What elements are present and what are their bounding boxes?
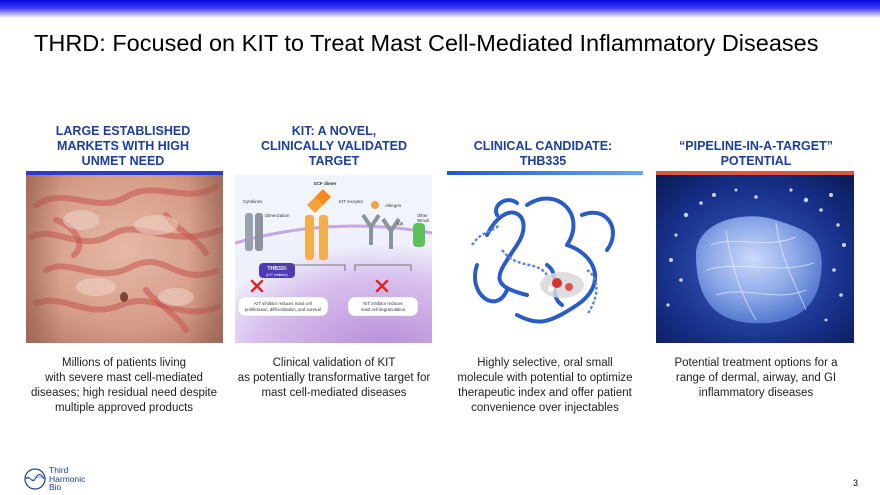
heading-line: CLINICALLY VALIDATED [260,139,408,153]
skin-rash-photo [26,175,223,343]
column-description-kit: Clinical validation of KIT as potentiall… [228,356,440,401]
heading-line: CLINICAL CANDIDATE: [473,139,613,153]
diagram-label-scf-dimer: SCF dimer [314,181,337,186]
logo-text-line: Bio [49,482,62,493]
column-heading-kit: KIT: A NOVEL, CLINICALLY VALIDATED TARGE… [234,124,434,169]
diagram-note-left-2: proliferation, differentiation, and surv… [245,307,321,312]
slide-title: THRD: Focused on KIT to Treat Mast Cell-… [34,30,819,56]
diagram-label-cytokines: Cytokines [243,199,263,204]
column-heading-markets: LARGE ESTABLISHED MARKETS WITH HIGH UNME… [23,124,223,169]
diagram-note-right-1: KIT inhibitor reduces [363,301,402,306]
description-line: Clinical validation of KIT [272,357,396,369]
column-description-pipeline: Potential treatment options for a range … [650,356,862,401]
description-line: as potentially transformative target for [237,372,431,384]
page-number: 3 [852,478,858,488]
block-x-icon [250,279,389,293]
description-line: convenience over injectables [471,402,619,414]
column-heading-candidate: CLINICAL CANDIDATE: THB335 [443,139,643,169]
logo-text-line: Harmonic [49,473,86,484]
heading-line: MARKETS WITH HIGH [57,139,189,153]
kit-mechanism-diagram: SCF dimer KIT receptor Cytokines Dimeriz… [235,175,432,343]
diagram-label-allergen: Allergen [385,203,402,208]
column-description-candidate: Highly selective, oral small molecule wi… [439,356,651,416]
diagram-label-ige: IgE [397,221,404,226]
heading-line: THB335 [519,154,567,168]
diagram-label-other: Other [417,213,428,218]
heading-line: POTENTIAL [720,154,792,168]
heading-line: LARGE ESTABLISHED [55,124,191,138]
logo-text-line: Third [49,465,69,475]
description-line: Potential treatment options for a [674,357,838,369]
column-rule-candidate [447,171,643,175]
diagram-drug-sub: (KIT inhibitor) [266,273,288,277]
description-line: range of dermal, airway, and GI [675,372,837,384]
third-harmonic-wave-logo-icon [24,468,46,490]
description-line: multiple approved products [54,402,194,414]
heading-line: KIT: A NOVEL, [291,124,377,138]
diagram-label-stimuli: stimuli [417,218,429,223]
description-line: mast cell-mediated diseases [261,387,407,399]
column-rule-pipeline [656,171,854,175]
column-heading-pipeline: “PIPELINE-IN-A-TARGET” POTENTIAL [656,139,856,169]
description-line: molecule with potential to optimize [457,372,633,384]
diagram-label-kit-receptor: KIT receptor [339,199,364,204]
description-line: therapeutic index and offer patient [458,387,632,399]
protein-structure-render [447,175,643,343]
column-description-markets: Millions of patients living with severe … [18,356,230,416]
description-line: Millions of patients living [61,357,186,369]
company-logo: Third Harmonic Bio [24,466,85,492]
heading-line: TARGET [308,154,360,168]
description-line: Highly selective, oral small [477,357,613,369]
top-gradient-bar [0,0,880,18]
description-line: with severe mast cell-mediated [45,372,203,384]
mast-cell-render [656,175,854,343]
column-rule-markets [26,171,223,175]
diagram-note-right-2: mast cell degranulation [361,307,406,312]
diagram-note-left-1: KIT inhibitor reduces mast cell [254,301,312,306]
heading-line: UNMET NEED [81,154,165,168]
diagram-drug-name: THB335 [267,266,286,272]
heading-line: “PIPELINE-IN-A-TARGET” [679,139,833,153]
description-line: inflammatory diseases [698,387,814,399]
description-line: diseases; high residual need despite [30,387,218,399]
diagram-label-dimerization: Dimerization [265,213,290,218]
